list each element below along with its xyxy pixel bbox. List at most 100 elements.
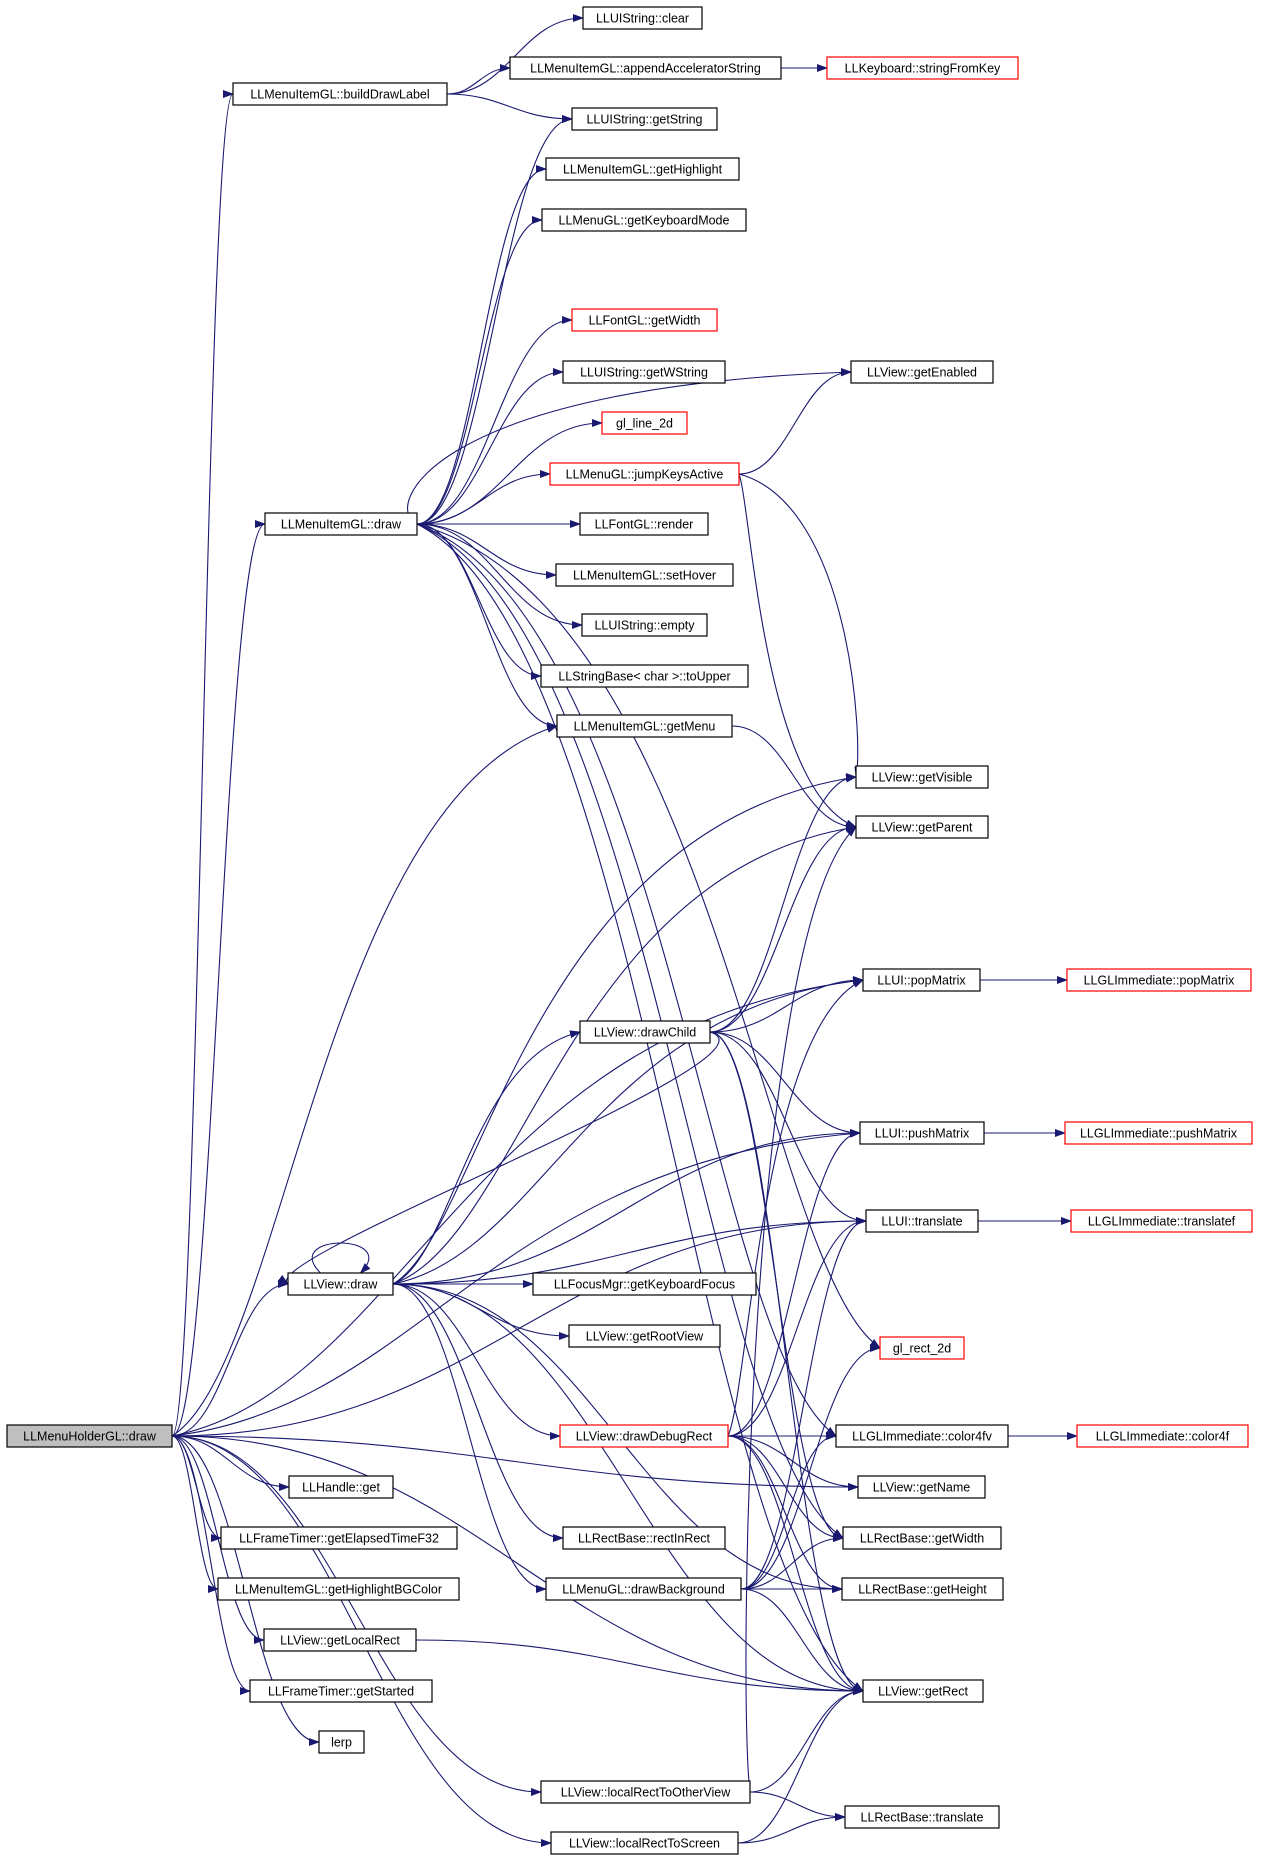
node-label: LLGLImmediate::pushMatrix [1080,1127,1238,1141]
node-llview-localrecttoscreen[interactable]: LLView::localRectToScreen [550,1831,739,1855]
node-llmenugl-drawbackground[interactable]: LLMenuGL::drawBackground [545,1577,742,1601]
node-label: LLFocusMgr::getKeyboardFocus [554,1278,735,1292]
node-llview-draw[interactable]: LLView::draw [287,1272,394,1296]
edge-llmenuholdergl-draw-to-llhandle-get [171,1435,290,1491]
edge-llmenuitemgl-builddrawlabel-to-lluistring-clear [446,14,584,95]
node-llui-pushmatrix[interactable]: LLUI::pushMatrix [859,1121,985,1145]
node-box [287,1272,394,1296]
node-box [862,1679,984,1703]
node-llmenuitemgl-sethover[interactable]: LLMenuItemGL::setHover [555,563,734,587]
node-label: LLMenuGL::drawBackground [562,1583,725,1597]
node-box [559,1424,729,1448]
edge-llmenuitemgl-getmenu-to-llview-getparent [731,725,857,831]
node-llmenuitemgl-appendacceleratorstring[interactable]: LLMenuItemGL::appendAcceleratorString [509,56,782,80]
node-llframetimer-getstarted[interactable]: LLFrameTimer::getStarted [249,1679,433,1703]
node-layer: LLMenuHolderGL::draw LLUIString::clearLLM… [6,6,1253,1855]
node-llui-popmatrix[interactable]: LLUI::popMatrix [862,968,981,992]
edge-llmenuholdergl-draw-to-llmenuitemgl-gethighlightbgcolor [171,1435,219,1593]
node-box [1064,1121,1253,1145]
node-lluistring-empty[interactable]: LLUIString::empty [581,613,708,637]
node-box [545,1577,742,1601]
node-gl-line-2d[interactable]: gl_line_2d [601,411,688,435]
edge-llmenuholdergl-draw-to-llui-translate [171,1217,867,1437]
node-llmenuitemgl-draw[interactable]: LLMenuItemGL::draw [264,512,418,536]
node-llview-getenabled[interactable]: LLView::getEnabled [850,360,994,384]
edge-llview-draw-to-llmenugl-drawbackground [392,1283,547,1593]
node-llui-translate[interactable]: LLUI::translate [865,1209,979,1233]
node-label: LLMenuGL::jumpKeysActive [566,468,724,482]
edge-llmenuholdergl-draw-to-llview-getrect [171,1435,864,1695]
node-label: lerp [331,1736,352,1750]
node-box [540,664,749,688]
node-llview-drawchild[interactable]: LLView::drawChild [579,1020,711,1044]
node-box [6,1424,173,1448]
edge-llmenuitemgl-draw-to-llview-getrect [416,523,864,1692]
node-box [865,1209,979,1233]
edge-llmenugl-drawbackground-to-llview-getrect [740,1588,864,1695]
node-llframetimer-getelapsedtimef32[interactable]: LLFrameTimer::getElapsedTimeF32 [220,1526,458,1550]
node-llrectbase-getwidth[interactable]: LLRectBase::getWidth [842,1526,1002,1550]
edge-llmenuitemgl-draw-to-llview-getenabled [407,368,852,525]
node-lerp[interactable]: lerp [318,1730,365,1754]
node-llview-getlocalrect[interactable]: LLView::getLocalRect [263,1628,417,1652]
edge-llview-drawdebugrect-to-llrectbase-getheight [727,1435,843,1593]
edge-llmenugl-drawbackground-to-llui-translate [740,1217,867,1590]
node-box [556,714,733,738]
node-box [562,1526,726,1550]
node-label: LLRectBase::getWidth [860,1532,984,1546]
node-label: LLView::drawChild [594,1026,696,1040]
node-box [579,1020,711,1044]
node-box [555,563,734,587]
node-label: LLFrameTimer::getElapsedTimeF32 [239,1532,439,1546]
node-lluistring-getwstring[interactable]: LLUIString::getWString [562,360,726,384]
node-llrectbase-getheight[interactable]: LLRectBase::getHeight [841,1577,1004,1601]
edge-llmenuholdergl-draw-to-llmenuitemgl-getmenu [171,725,558,1437]
node-llview-getrootview[interactable]: LLView::getRootView [568,1324,721,1348]
node-llmenuitemgl-gethighlightbgcolor[interactable]: LLMenuItemGL::getHighlightBGColor [217,1577,460,1601]
node-label: LLView::draw [304,1278,379,1292]
node-box [264,512,418,536]
node-llfontgl-getwidth[interactable]: LLFontGL::getWidth [571,308,718,332]
node-llmenuitemgl-getmenu[interactable]: LLMenuItemGL::getMenu [556,714,733,738]
node-llfocusmgr-getkeyboardfocus[interactable]: LLFocusMgr::getKeyboardFocus [532,1272,757,1296]
node-label: LLUI::pushMatrix [875,1127,970,1141]
node-label: LLUI::translate [881,1215,962,1229]
node-label: LLView::localRectToScreen [569,1837,720,1851]
node-llview-getparent[interactable]: LLView::getParent [855,815,989,839]
node-llmenugl-getkeyboardmode[interactable]: LLMenuGL::getKeyboardMode [541,208,747,232]
node-llview-getname[interactable]: LLView::getName [857,1475,986,1499]
edge-llview-localrecttoscreen-to-llview-getrect [737,1687,864,1844]
node-llfontgl-render[interactable]: LLFontGL::render [579,512,709,536]
node-llglimmediate-popmatrix[interactable]: LLGLImmediate::popMatrix [1066,968,1252,992]
edge-llview-localrecttootherview-to-llview-getparent [745,826,857,1793]
node-llmenugl-jumpkeysactive[interactable]: LLMenuGL::jumpKeysActive [549,462,740,486]
node-llview-getrect[interactable]: LLView::getRect [862,1679,984,1703]
node-llview-localrecttootherview[interactable]: LLView::localRectToOtherView [540,1780,751,1804]
node-gl-rect-2d[interactable]: gl_rect_2d [879,1336,965,1360]
node-llglimmediate-color4fv[interactable]: LLGLImmediate::color4fv [835,1424,1009,1448]
node-label: gl_line_2d [616,417,673,431]
node-box [220,1526,458,1550]
node-box [1070,1209,1253,1233]
node-llmenuitemgl-gethighlight[interactable]: LLMenuItemGL::getHighlight [545,157,740,181]
node-llmenuholdergl-draw[interactable]: LLMenuHolderGL::draw [6,1424,173,1448]
node-lluistring-clear[interactable]: LLUIString::clear [582,6,703,30]
edge-llview-drawchild-to-llui-pushmatrix [709,1031,861,1137]
node-box [263,1628,417,1652]
node-llrectbase-rectinrect[interactable]: LLRectBase::rectInRect [562,1526,726,1550]
node-box [249,1679,433,1703]
node-llmenuitemgl-builddrawlabel[interactable]: LLMenuItemGL::buildDrawLabel [232,82,448,106]
edge-llmenuitemgl-draw-to-llstringbase-toupper [416,523,542,680]
node-llglimmediate-pushmatrix[interactable]: LLGLImmediate::pushMatrix [1064,1121,1253,1145]
node-llhandle-get[interactable]: LLHandle::get [288,1475,394,1499]
node-llrectbase-translate[interactable]: LLRectBase::translate [844,1805,1000,1829]
node-llview-getvisible[interactable]: LLView::getVisible [855,765,989,789]
node-label: LLFrameTimer::getStarted [268,1685,414,1699]
node-lluistring-getstring[interactable]: LLUIString::getString [571,107,718,131]
edge-llview-drawdebugrect-to-llui-pushmatrix [727,1129,861,1437]
node-llglimmediate-translatef[interactable]: LLGLImmediate::translatef [1070,1209,1253,1233]
node-llstringbase-toupper[interactable]: LLStringBase< char >::toUpper [540,664,749,688]
node-llview-drawdebugrect[interactable]: LLView::drawDebugRect [559,1424,729,1448]
node-llglimmediate-color4f[interactable]: LLGLImmediate::color4f [1076,1424,1249,1448]
node-llkeyboard-stringfromkey[interactable]: LLKeyboard::stringFromKey [826,56,1019,80]
